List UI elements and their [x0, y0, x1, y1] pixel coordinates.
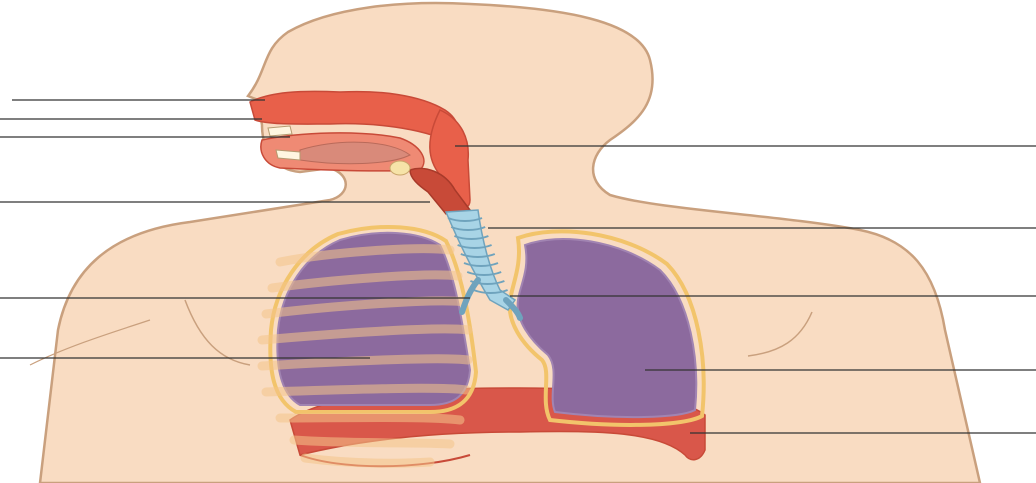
epiglottis — [390, 161, 410, 175]
upper-teeth — [268, 126, 292, 136]
lower-teeth — [276, 150, 300, 160]
